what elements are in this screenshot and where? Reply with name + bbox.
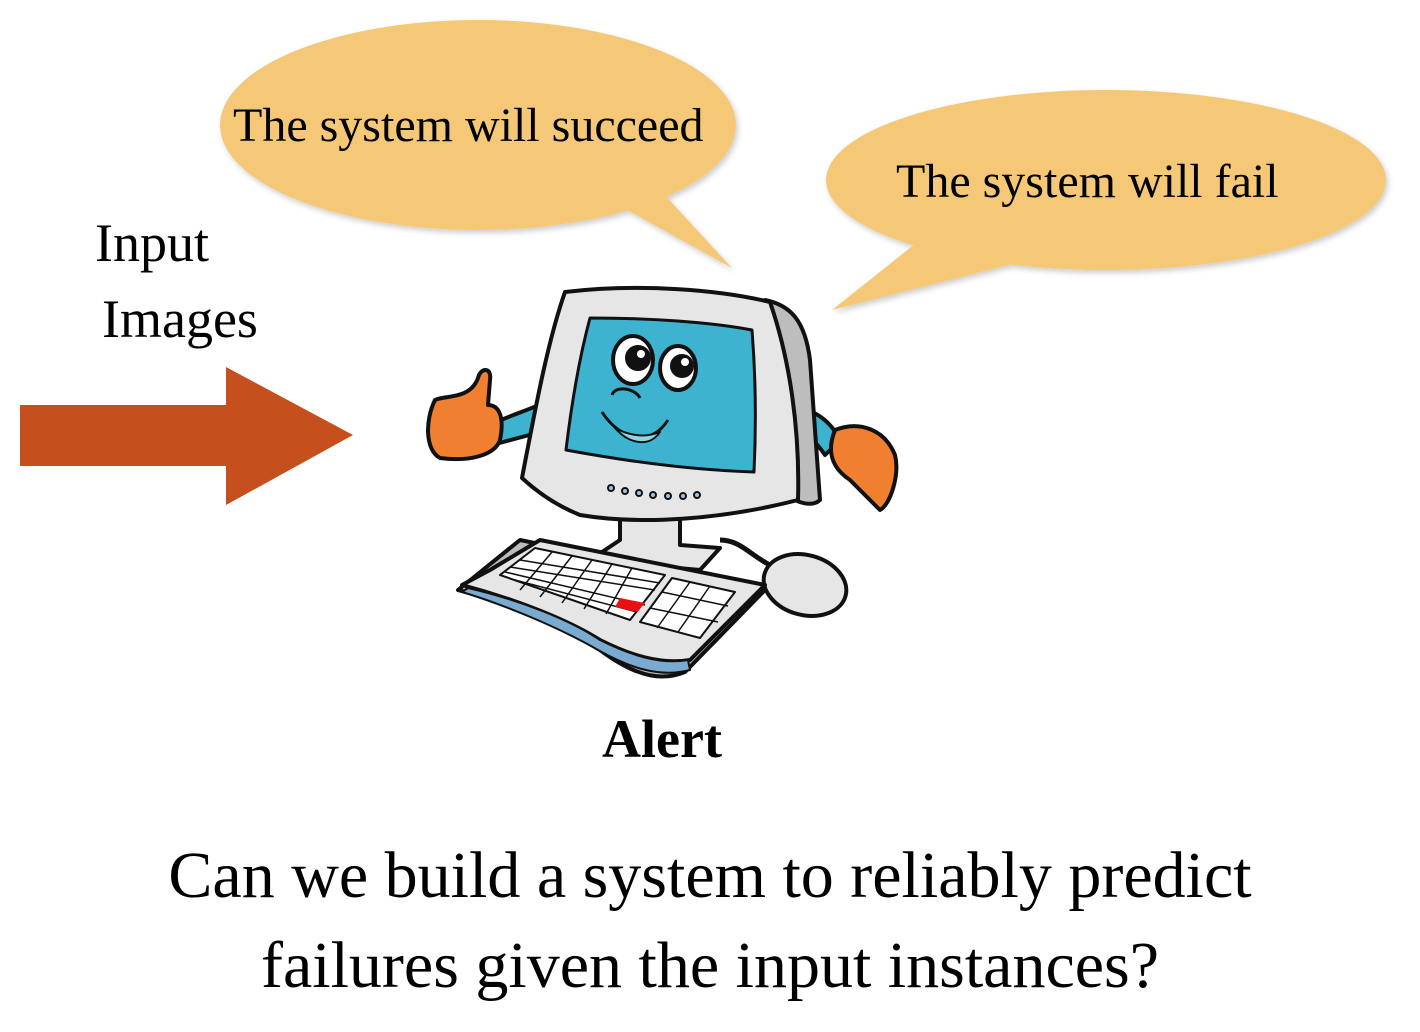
speech-bubble-fail (826, 90, 1386, 310)
speech-bubble-success (220, 20, 736, 268)
input-arrow-icon (20, 367, 353, 505)
computer-mascot-icon (426, 285, 899, 679)
bubble-success-text: The system will succeed (233, 99, 704, 152)
input-label-line2: Images (102, 289, 258, 349)
bubble-fail-text: The system will fail (896, 155, 1279, 208)
question-line1: Can we build a system to reliably predic… (168, 839, 1252, 912)
alert-label: Alert (602, 709, 722, 769)
input-label-line1: Input (95, 213, 209, 273)
question-line2: failures given the input instances? (260, 929, 1160, 1002)
